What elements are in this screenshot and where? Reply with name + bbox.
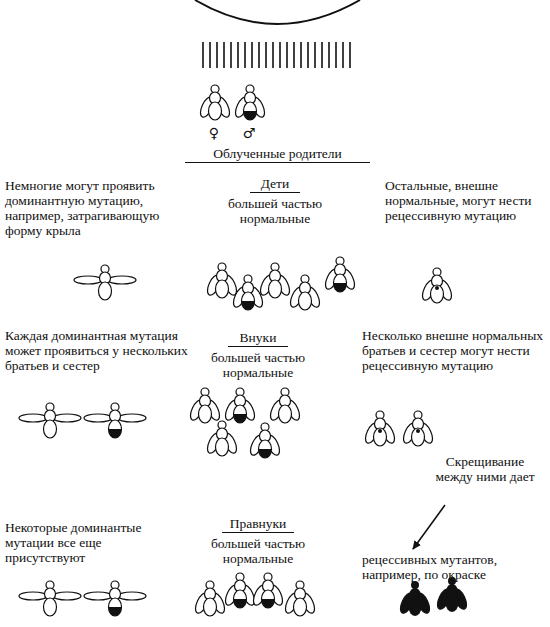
sex-symbol: ♂ [240,126,258,141]
great-grandchild-fly [19,581,81,616]
child-fly [205,263,239,298]
grandchild-fly [188,388,222,423]
note-text: Каждая доминантная мутация может проявит… [5,328,195,373]
child-fly [231,275,265,310]
grandchild-fly [223,388,257,423]
grandchild-fly [19,403,81,438]
sex-symbol: ♀ [205,126,223,141]
great-grandchild-fly [251,573,285,608]
child-fly [420,268,454,303]
great-grandchild-fly [283,581,317,616]
grandchild-fly [268,388,302,423]
generation-heading: Правнуки [222,516,294,533]
note-text: Несколько внешне нормальных братьев и се… [362,328,548,373]
child-fly [74,265,136,300]
parent-fly [233,85,267,120]
generation-heading: Внуки [228,330,288,347]
grandchild-fly [84,403,146,438]
child-fly [288,275,322,310]
radiation-rays [203,42,350,68]
note-text: большей частью нормальные [208,536,308,566]
child-fly [258,263,292,298]
great-grandchild-fly [193,581,227,616]
great-grandchild-fly [435,577,469,612]
grandchild-fly [205,421,239,456]
note-text: Немногие могут проявить доминантную мута… [5,178,170,238]
parent-fly [198,85,232,120]
grandchild-fly [401,411,435,446]
great-grandchild-fly [223,573,257,608]
generation-heading: Дети [250,176,300,193]
cross-arrow [413,505,445,549]
great-grandchild-fly [398,581,432,616]
note-text: большей частью нормальные [208,350,308,380]
great-grandchild-fly [84,581,146,616]
note-text: Остальные, внешне нормальные, могут нест… [385,178,545,223]
grandchild-fly [248,423,282,458]
child-fly [323,257,357,292]
note-text: Скрещивание между ними дает [430,454,540,484]
note-text: Некоторые доминантые мутации все еще при… [5,520,175,565]
note-text: рецессивных мутантов, например, по окрас… [362,552,527,582]
grandchild-fly [363,411,397,446]
generation-heading: Облученные родители [185,146,370,163]
note-text: большей частью нормальные [222,196,328,226]
lamp [195,0,360,24]
